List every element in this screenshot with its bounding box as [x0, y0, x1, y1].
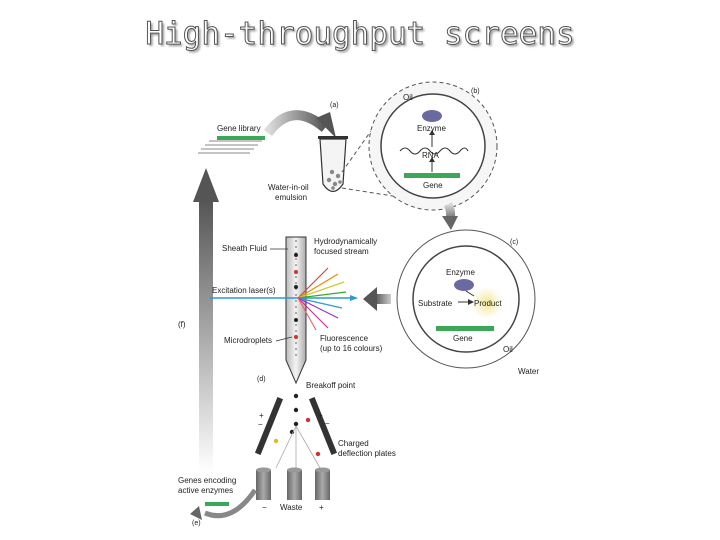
tube-icon: [318, 136, 348, 193]
panel-label-b: (b): [471, 88, 480, 95]
plate-plus-sign-left: +: [259, 411, 264, 420]
left-arrow-c-to-nozzle: [363, 287, 391, 311]
enzyme-label-c: Enzyme: [446, 268, 475, 277]
gene-library-strands: [198, 136, 265, 154]
plate-minus-sign: −: [258, 420, 263, 429]
plate-minus-sign-right: −: [325, 419, 330, 428]
charged-plates-label-line2: deflection plates: [338, 449, 396, 458]
oil-label-b: Oil: [403, 93, 413, 102]
active-gene-bar: [205, 502, 229, 506]
zoom-line-top: [341, 96, 396, 173]
microdroplets-label: Microdroplets: [224, 336, 272, 345]
excitation-laser-label: Excitation laser(s): [212, 286, 276, 295]
down-arrow-b-to-c: [442, 201, 458, 230]
panel-label-c: (c): [510, 239, 518, 246]
droplet-c: [396, 229, 536, 369]
emulsion-label-line2: emulsion: [275, 193, 307, 202]
tube-plus-label: +: [319, 503, 324, 512]
slide-title: High-throughput screens: [145, 16, 575, 53]
genes-encoding-label-line1: Genes encoding: [178, 476, 236, 485]
rna-label: RNA: [422, 151, 440, 160]
droplet-icon: [368, 81, 498, 211]
curved-arrow-icon: [263, 110, 336, 138]
panel-label-e: (e): [192, 520, 201, 527]
sort-plate-icon: [254, 397, 338, 455]
waste-label: Waste: [280, 503, 303, 512]
waste-tube-icon: [256, 467, 330, 500]
product-label: Product: [474, 299, 502, 308]
charged-plates-label-line1: Charged: [338, 439, 369, 448]
return-arrow: [190, 488, 258, 520]
microdroplets-leader: [275, 336, 293, 342]
recycle-up-arrow: [193, 168, 219, 472]
focused-stream-label-line1: Hydrodynamically: [314, 237, 377, 246]
emulsion-label-line1: Water-in-oil: [268, 183, 309, 192]
tube-minus-label: −: [262, 503, 267, 512]
nozzle: [285, 236, 307, 385]
gene-library-label: Gene library: [217, 124, 261, 133]
panel-label-a: (a): [330, 102, 339, 109]
breakoff-point-label: Breakoff point: [306, 381, 356, 390]
laser-arrowhead: [350, 295, 358, 301]
fluorescence-label-line1: Fluorescence: [320, 334, 369, 343]
water-label: Water: [518, 367, 539, 376]
panel-label-d: (d): [257, 376, 266, 383]
gene-label-b: Gene: [423, 181, 443, 190]
gene-label-c: Gene: [453, 334, 473, 343]
genes-encoding-label-line2: active enzymes: [178, 486, 233, 495]
fluorescence-rays: [297, 267, 347, 331]
substrate-label: Substrate: [418, 299, 453, 308]
sheath-fluid-label: Sheath Fluid: [222, 244, 267, 253]
panel-label-f: (f): [178, 320, 186, 329]
sorted-droplets: [273, 393, 321, 469]
plate-plus-sign-right: +: [318, 411, 323, 420]
focused-stream-label-line2: focused stream: [314, 247, 369, 256]
oil-label-c: Oil: [503, 345, 513, 354]
fluorescence-label-line2: (up to 16 colours): [320, 344, 383, 353]
enzyme-label-b: Enzyme: [417, 124, 446, 133]
